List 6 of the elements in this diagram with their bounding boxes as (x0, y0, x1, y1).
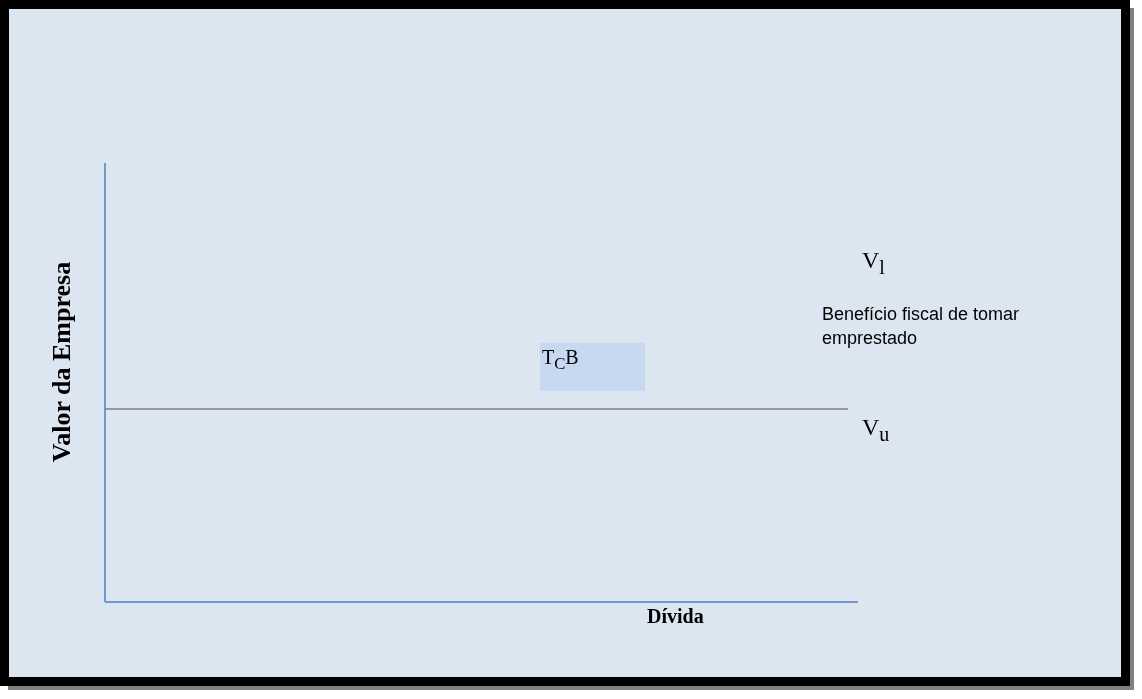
curve-label: V$_{l}$ (862, 247, 885, 279)
box-label: T$_{C}$B (542, 346, 579, 374)
line-label: V$_{u}$ (862, 414, 890, 446)
axis-title: Valor da Empresa (47, 261, 78, 463)
axis-title: Dívida (647, 605, 704, 628)
annotation-text: Benefício fiscal de tomar emprestado (822, 303, 1021, 350)
